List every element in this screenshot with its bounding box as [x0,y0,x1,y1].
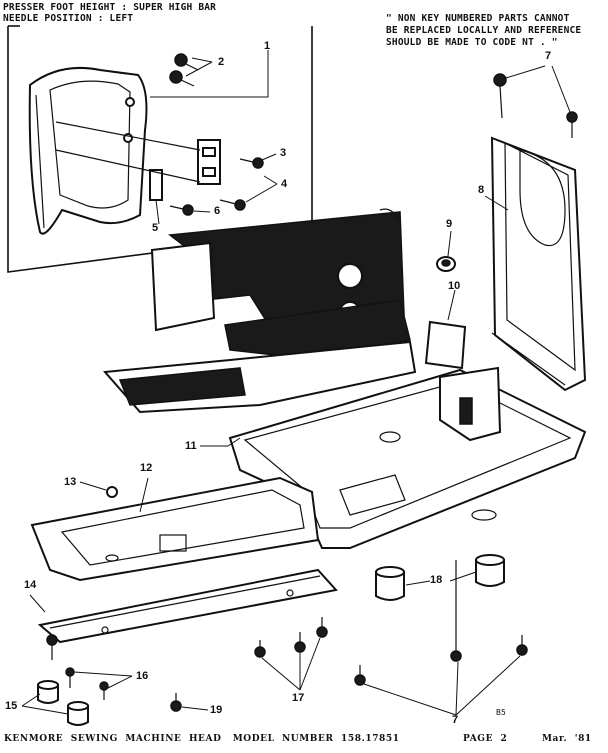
callout-13: 13 [64,476,77,488]
callout-18: 18 [430,574,443,586]
callout-10: 10 [448,280,461,292]
callout-7-top: 7 [545,50,552,62]
extension-tray [30,476,320,582]
back-cover [490,136,587,392]
callout-1: 1 [264,40,271,52]
needle-position-note: NEEDLE POSITION : LEFT [3,13,134,24]
callout-11: 11 [185,440,197,452]
callout-2: 2 [218,56,225,68]
callout-12: 12 [140,462,153,474]
callout-17: 17 [292,692,305,704]
parts-note-line-3: SHOULD BE MADE TO CODE NT . " [386,37,558,48]
mounting-bracket [37,568,338,644]
callout-3: 3 [280,147,287,159]
callout-8: 8 [478,184,485,196]
callout-15: 15 [5,700,18,712]
parts-note-line-2: BE REPLACED LOCALLY AND REFERENCE [386,25,582,36]
footer-date: Mar. '81 [542,734,592,744]
face-cover [28,66,148,235]
footer-title: KENMORE SEWING MACHINE HEAD MODEL NUMBER… [4,734,400,744]
hinge-plate [197,139,221,185]
parts-note-line-1: " NON KEY NUMBERED PARTS CANNOT [386,13,570,24]
callout-19: 19 [210,704,223,716]
page-code: B5 [496,708,507,717]
inset-screws [169,53,264,216]
bottom-screws [46,560,528,712]
callout-6: 6 [214,205,221,217]
callout-16: 16 [136,670,149,682]
callout-5: 5 [152,222,159,234]
callout-9: 9 [446,218,453,230]
rubber-feet [37,554,505,726]
callout-14: 14 [24,579,37,591]
presser-foot-height-note: PRESSER FOOT HEIGHT : SUPER HIGH BAR [3,2,217,13]
callout-7-bottom: 7 [452,714,459,726]
callout-4: 4 [281,178,288,190]
latch-spring [149,169,163,201]
footer-page: PAGE 2 [463,734,508,744]
base [228,366,587,549]
cover-plate [424,320,467,370]
machine-head [102,208,417,414]
